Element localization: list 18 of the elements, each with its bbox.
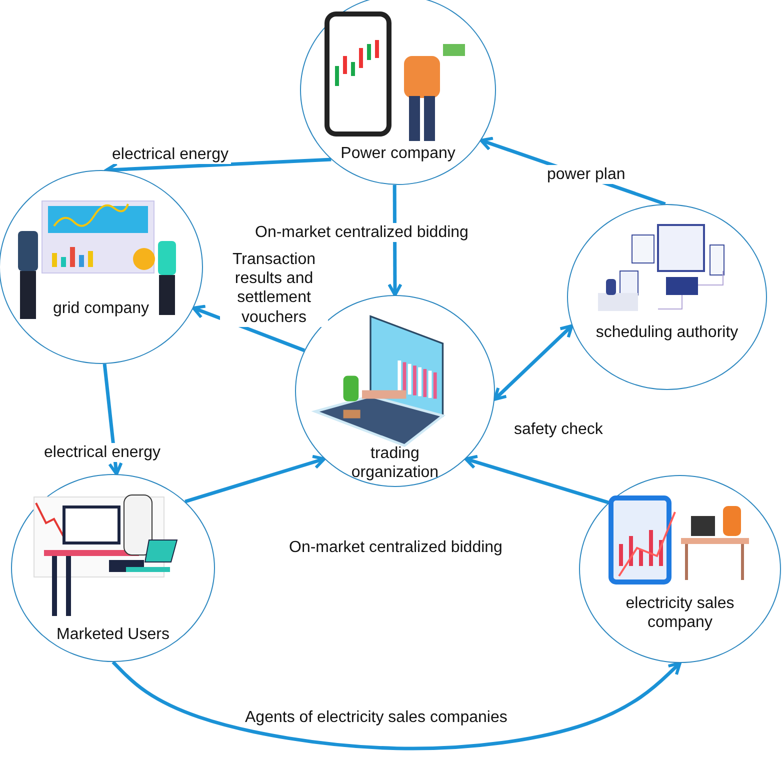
edge-label: safety check <box>512 420 605 440</box>
node-label: Marketed Users <box>56 625 170 644</box>
node-label: electricity sales company <box>624 594 736 632</box>
node-label: scheduling authority <box>594 323 740 342</box>
arrow <box>184 454 326 504</box>
edge-label: Transaction results and settlement vouchers <box>220 250 328 327</box>
node-label: trading organization <box>350 444 440 482</box>
annotation-text: On-market centralized bidding <box>287 538 504 558</box>
arrow <box>112 660 682 750</box>
edge-label: power plan <box>545 165 628 184</box>
edge-label: electrical energy <box>42 443 162 462</box>
arrow <box>464 454 610 504</box>
edge-label: electrical energy <box>110 145 230 164</box>
node-label: Power company <box>340 144 456 164</box>
edge-label: On-market centralized bidding <box>253 223 470 242</box>
node-label: grid company <box>52 299 150 318</box>
arrow <box>493 324 574 401</box>
edge-label: Agents of electricity sales companies <box>243 708 510 728</box>
